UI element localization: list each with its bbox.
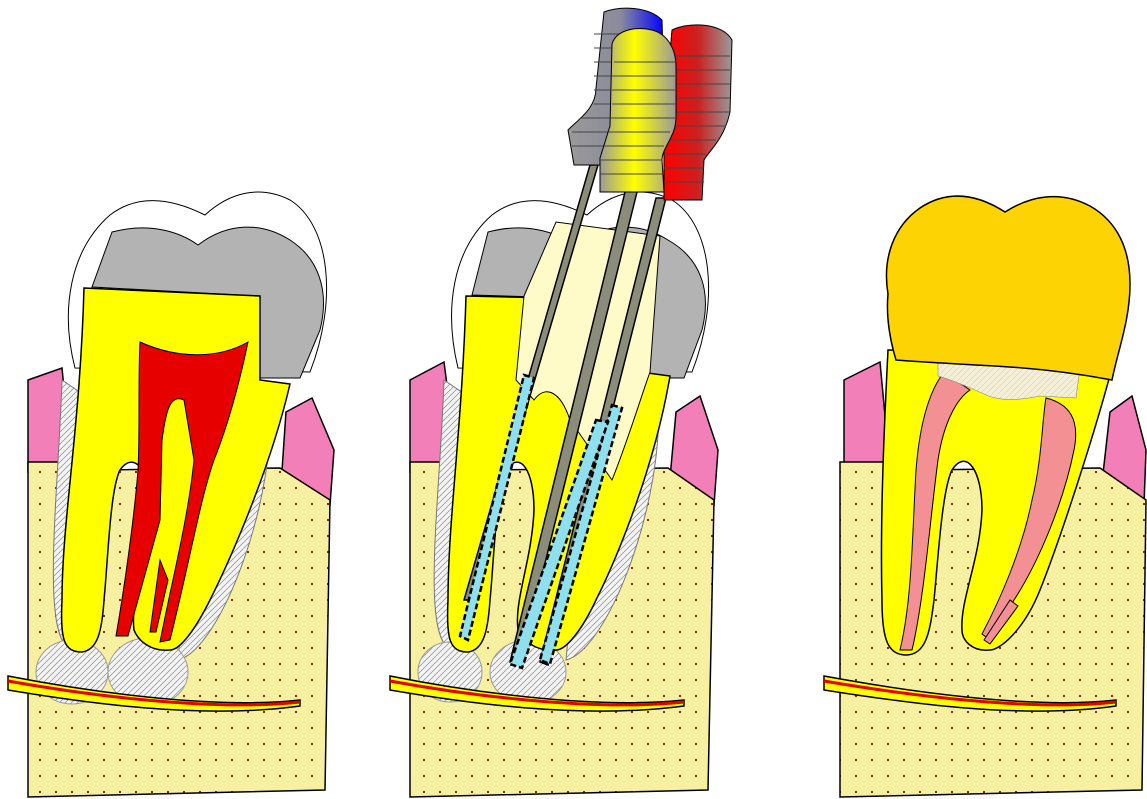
crown	[886, 196, 1130, 380]
panel-instrumentation	[390, 8, 732, 797]
panel-infected-tooth	[8, 192, 334, 797]
panel-restored-tooth	[824, 196, 1146, 797]
